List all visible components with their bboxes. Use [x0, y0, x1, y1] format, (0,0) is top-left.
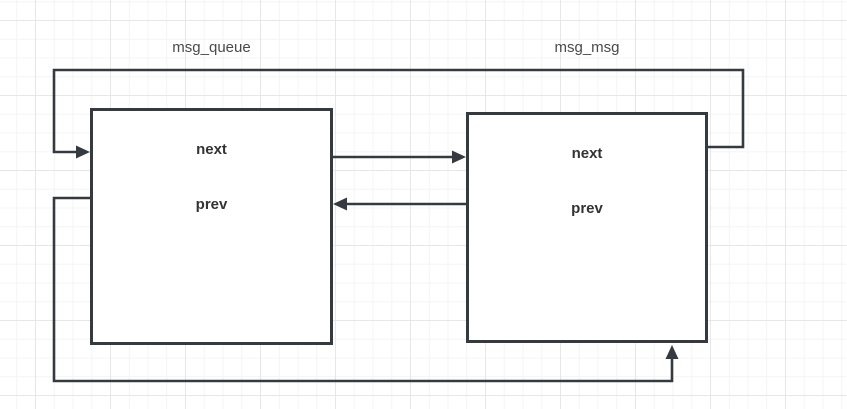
node-msg-queue[interactable]: next prev	[90, 108, 333, 345]
field-label-next: next	[571, 145, 603, 162]
field-label-next: next	[196, 141, 227, 158]
field-label-prev: prev	[195, 196, 228, 213]
node-msg-msg[interactable]: next prev	[466, 112, 708, 343]
edge-msgqueue-prev-loop-bottom[interactable]	[52, 196, 679, 383]
edge-msgmsg-prev-to-msgqueue[interactable]	[333, 197, 466, 211]
edge-msgqueue-next-to-msgmsg[interactable]	[333, 150, 466, 164]
edge-msgmsg-next-loop-top[interactable]	[52, 68, 745, 159]
node-title-msg-msg[interactable]: msg_msg	[554, 39, 620, 56]
node-title-msg-queue[interactable]: msg_queue	[172, 39, 251, 56]
field-label-prev: prev	[571, 200, 603, 217]
